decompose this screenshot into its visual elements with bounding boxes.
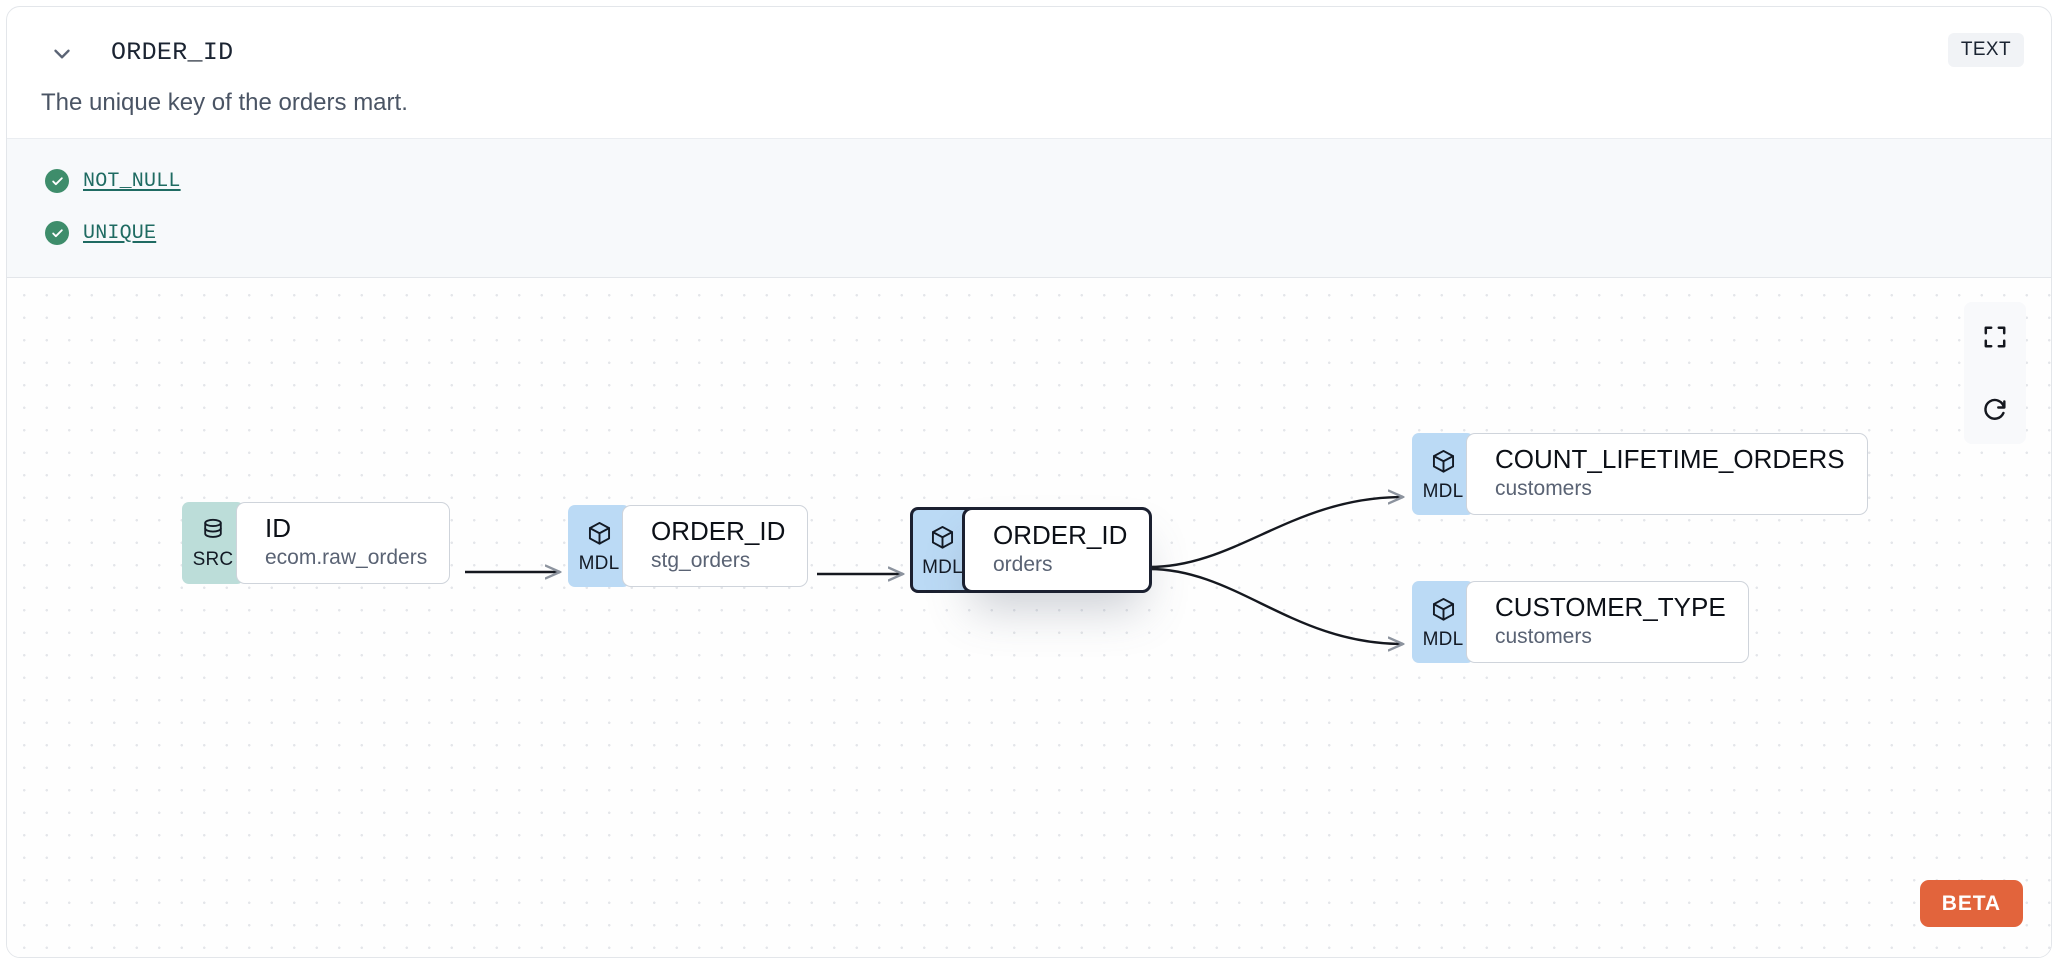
fit-view-button[interactable]	[1964, 302, 2026, 372]
test-row: UNIQUE	[45, 207, 2051, 259]
data-type-badge: TEXT	[1947, 33, 2024, 67]
database-icon	[200, 517, 226, 548]
node-type-badge: MDL	[910, 507, 972, 594]
lineage-node-src-id[interactable]: SRC ID ecom.raw_orders	[182, 502, 451, 585]
lineage-node-customer-type[interactable]: MDL CUSTOMER_TYPE customers	[1412, 581, 1749, 664]
test-link-unique[interactable]: UNIQUE	[83, 221, 157, 245]
chevron-down-icon[interactable]	[45, 37, 79, 71]
edge-orders-to-count	[1148, 497, 1403, 569]
node-column-name: COUNT_LIFETIME_ORDERS	[1495, 444, 1845, 474]
fullscreen-icon	[1982, 324, 2008, 350]
node-body: COUNT_LIFETIME_ORDERS customers	[1466, 433, 1868, 516]
lineage-node-orders-order-id[interactable]: MDL ORDER_ID orders	[910, 507, 1153, 594]
test-row: NOT_NULL	[45, 155, 2051, 207]
node-column-name: CUSTOMER_TYPE	[1495, 592, 1726, 622]
node-model-name: customers	[1495, 477, 1592, 501]
cube-icon	[929, 524, 956, 556]
node-type-label: MDL	[922, 556, 963, 578]
lineage-canvas[interactable]: SRC ID ecom.raw_orders MDL ORDE	[7, 278, 2051, 957]
node-model-name: ecom.raw_orders	[265, 546, 428, 570]
card-header: ORDER_ID TEXT	[7, 7, 2051, 97]
node-type-badge: SRC	[182, 502, 244, 585]
node-body: ID ecom.raw_orders	[236, 502, 451, 585]
node-type-label: MDL	[1422, 628, 1464, 650]
cube-icon	[586, 520, 613, 552]
node-type-label: MDL	[578, 552, 620, 574]
check-circle-icon	[45, 221, 69, 245]
node-type-badge: MDL	[1412, 581, 1474, 664]
cube-icon	[1430, 596, 1457, 628]
node-model-name: stg_orders	[651, 549, 751, 573]
node-model-name: orders	[993, 553, 1053, 577]
column-detail-card: ORDER_ID TEXT The unique key of the orde…	[6, 6, 2052, 958]
node-type-badge: MDL	[568, 505, 630, 588]
refresh-icon	[1981, 395, 2009, 423]
node-column-name: ORDER_ID	[651, 516, 786, 546]
node-body: ORDER_ID stg_orders	[622, 505, 809, 588]
node-body: CUSTOMER_TYPE customers	[1466, 581, 1749, 664]
node-type-label: MDL	[1422, 480, 1464, 502]
node-column-name: ORDER_ID	[993, 520, 1128, 550]
node-type-label: SRC	[192, 549, 234, 571]
canvas-controls	[1964, 302, 2026, 444]
beta-badge[interactable]: BETA	[1919, 880, 2023, 927]
page-title: ORDER_ID	[111, 38, 234, 67]
node-column-name: ID	[265, 513, 291, 543]
test-link-not-null[interactable]: NOT_NULL	[83, 169, 181, 193]
check-circle-icon	[45, 169, 69, 193]
node-model-name: customers	[1495, 625, 1592, 649]
lineage-node-stg-order-id[interactable]: MDL ORDER_ID stg_orders	[568, 505, 809, 588]
reset-button[interactable]	[1964, 374, 2026, 444]
cube-icon	[1430, 448, 1457, 480]
column-description: The unique key of the orders mart.	[41, 89, 408, 116]
tests-section: NOT_NULL UNIQUE	[7, 138, 2051, 278]
node-body: ORDER_ID orders	[962, 507, 1153, 594]
edge-orders-to-customer-type	[1148, 567, 1403, 644]
lineage-node-count-lifetime-orders[interactable]: MDL COUNT_LIFETIME_ORDERS customers	[1412, 433, 1868, 516]
node-type-badge: MDL	[1412, 433, 1474, 516]
